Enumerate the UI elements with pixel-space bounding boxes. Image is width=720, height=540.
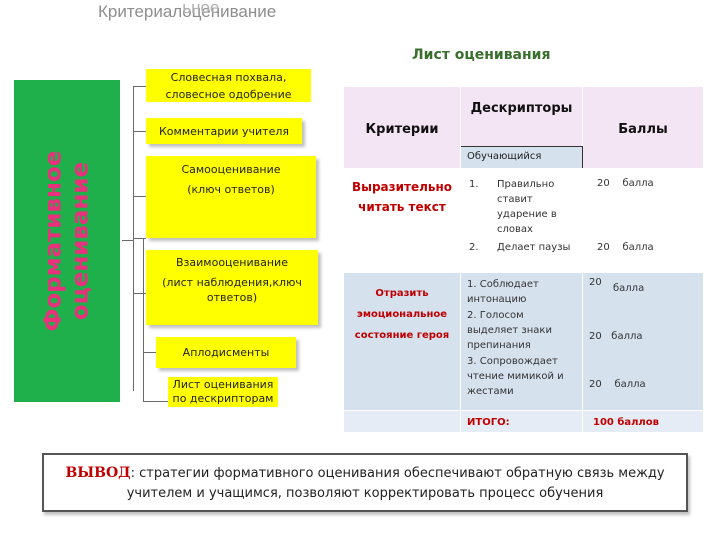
points-2: 20 балла 20 балла 20 балла <box>582 272 704 411</box>
connector-branch-6 <box>143 352 156 353</box>
header-points: Баллы <box>582 86 704 169</box>
connector-vertical-2 <box>143 238 144 401</box>
connector-branch-5 <box>133 293 146 294</box>
formative-assessment-bar <box>14 80 120 402</box>
criterion-1: Выразительно читать текст <box>343 168 461 273</box>
header-criteria: Критерии <box>343 86 461 169</box>
assessment-table: Критерии Дескрипторы Баллы Обучающийся В… <box>343 86 704 433</box>
conclusion-text-2: учителем и учащимся, позволяют корректир… <box>126 486 604 501</box>
criterion-2: Отразить эмоциональное состояние героя <box>343 272 461 411</box>
strategy-applause: Аплодисменты <box>156 337 296 368</box>
connector-branch-2 <box>133 131 146 132</box>
connector-branch-4 <box>133 238 146 239</box>
vertical-label-line2: оценивание <box>67 161 93 321</box>
strategy-self-assessment: Самооценивание (ключ ответов) <box>146 156 316 238</box>
connector-branch-3 <box>133 196 146 197</box>
total-empty <box>343 410 461 433</box>
connector-main <box>122 240 134 241</box>
title-overlap-b: оце <box>182 2 211 21</box>
strategy-peer-assessment: Взаимооценивание (лист наблюдения,ключ о… <box>146 250 318 325</box>
total-value: 100 баллов <box>582 410 704 433</box>
connector-branch-7 <box>143 401 168 402</box>
sheet-title: Лист оценивания <box>412 47 551 63</box>
descriptors-1: 1. Правильно ставит ударение в словах 2.… <box>460 168 583 273</box>
conclusion-label: ВЫВОД <box>65 465 131 481</box>
strategy-praise: Словесная похвала, словесное одобрение <box>146 69 311 102</box>
total-label: ИТОГО: <box>460 410 583 433</box>
title-overlap-a: ьное <box>182 0 220 17</box>
vertical-label-line1: Формативное <box>40 150 66 332</box>
strategy-teacher-comments: Комментарии учителя <box>146 118 302 144</box>
connector-branch-1 <box>133 86 146 87</box>
header-student: Обучающийся <box>460 146 583 169</box>
header-descriptors: Дескрипторы <box>460 86 583 147</box>
vertical-label: Формативное оценивание <box>14 80 120 402</box>
points-1: 20 балла 20 балла <box>582 168 704 273</box>
strategy-descriptor-sheet: Лист оценивания по дескрипторам <box>168 377 278 407</box>
conclusion-box: ВЫВОД: стратегии формативного оценивания… <box>42 453 688 512</box>
descriptors-2: 1. Соблюдает интонацию 2. Голосом выделя… <box>460 272 583 411</box>
conclusion-text-1: стратегии формативного оценивания обеспе… <box>135 466 665 481</box>
